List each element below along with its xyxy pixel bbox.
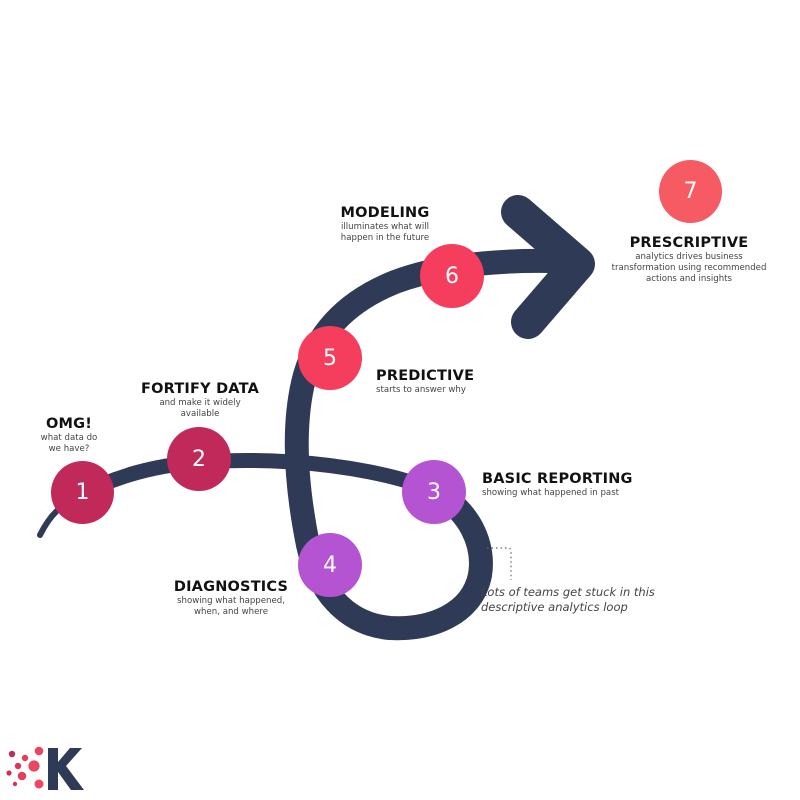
step-6-circle: 6 (420, 244, 484, 308)
step-3-number: 3 (427, 479, 441, 505)
step-1-title: OMG! (45, 416, 93, 432)
step-4-description: showing what happened, when, and where (177, 596, 285, 617)
brand-logo-icon (6, 746, 84, 790)
step-5-title: PREDICTIVE (376, 368, 475, 384)
step-2-circle: 2 (167, 427, 231, 491)
step-2-title: FORTIFY DATA (140, 381, 259, 397)
step-6-label: MODELING illuminates what will happen in… (325, 205, 445, 244)
step-2-label: FORTIFY DATA and make it widely availabl… (138, 381, 262, 420)
arrowhead-icon (501, 195, 595, 339)
step-6-number: 6 (445, 263, 459, 289)
step-4-circle: 4 (298, 533, 362, 597)
path-loop (284, 248, 592, 641)
step-7-description: analytics drives business transformation… (611, 252, 767, 284)
step-3-label: BASIC REPORTING showing what happened in… (482, 471, 652, 499)
step-7-circle: 7 (659, 160, 722, 223)
step-7-label: PRESCRIPTIVE analytics drives business t… (604, 235, 774, 285)
step-2-description: and make it widely available (159, 398, 241, 419)
step-5-circle: 5 (298, 326, 362, 390)
step-5-description: starts to answer why (376, 385, 466, 395)
step-7-title: PRESCRIPTIVE (629, 235, 749, 251)
step-3-circle: 3 (402, 460, 466, 524)
step-7-number: 7 (683, 179, 698, 204)
step-3-title: BASIC REPORTING (482, 471, 633, 487)
step-5-label: PREDICTIVE starts to answer why (376, 368, 506, 396)
step-4-number: 4 (323, 552, 337, 578)
step-6-title: MODELING (340, 205, 430, 221)
step-5-number: 5 (323, 345, 337, 371)
step-3-description: showing what happened in past (482, 488, 620, 498)
step-1-number: 1 (75, 480, 90, 505)
step-1-label: OMG! what data do we have? (32, 416, 106, 455)
step-4-title: DIAGNOSTICS (173, 579, 289, 595)
step-2-number: 2 (192, 446, 206, 472)
annotation-connector (487, 547, 512, 580)
descriptive-loop-annotation: Lots of teams get stuck in this descript… (481, 585, 655, 614)
step-1-description: what data do we have? (40, 433, 98, 454)
step-1-circle: 1 (51, 461, 114, 524)
step-4-label: DIAGNOSTICS showing what happened, when,… (168, 579, 294, 618)
step-6-description: illuminates what will happen in the futu… (340, 222, 430, 243)
path-segment-1-3 (62, 452, 442, 508)
